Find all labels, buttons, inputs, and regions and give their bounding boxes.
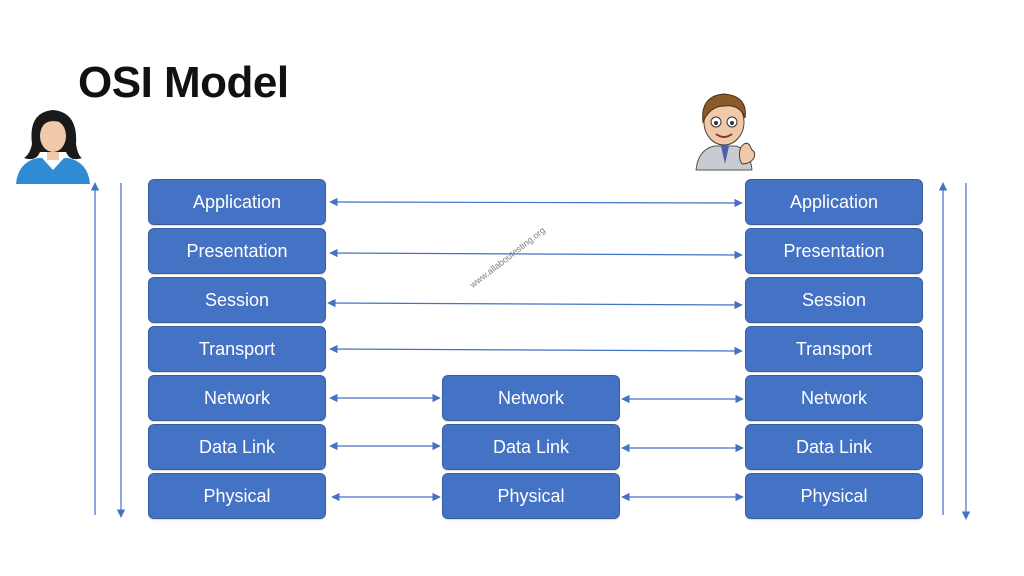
peer-arrow-transport: [329, 344, 743, 356]
peer-arrow-application: [329, 197, 743, 208]
middle-layer-data-link: Data Link: [442, 424, 620, 470]
man-avatar-icon: [695, 93, 756, 171]
peer-arrow-presentation: [329, 248, 743, 260]
peer-arrow-session: [327, 298, 743, 310]
woman-avatar-icon: [16, 110, 90, 184]
page-title: OSI Model: [78, 58, 289, 107]
